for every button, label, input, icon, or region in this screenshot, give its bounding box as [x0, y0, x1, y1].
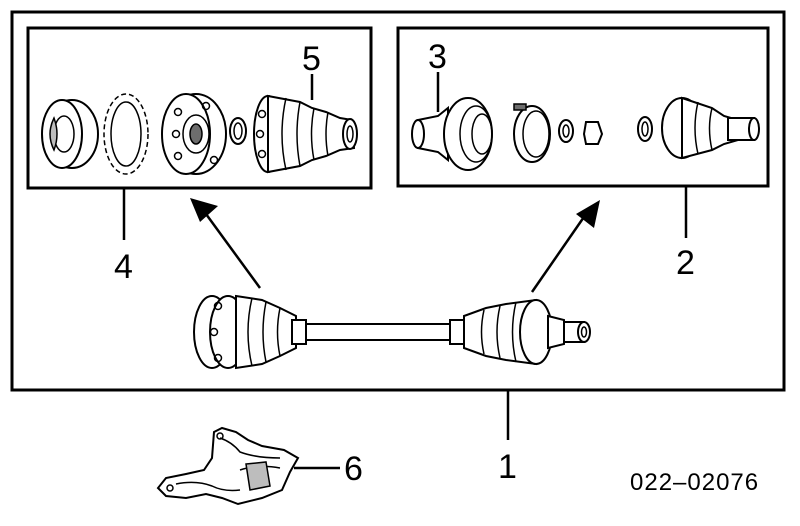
- arrow-to-outer-kit: [530, 200, 600, 293]
- outer-joint-kit-box: [396, 26, 770, 188]
- inner-joint-kit-box: [26, 26, 373, 190]
- o-ring-part: [637, 116, 653, 142]
- drive-shaft-assembly: [193, 294, 591, 370]
- heat-shield-part: [156, 426, 300, 506]
- snap-ring-part: [582, 121, 604, 145]
- inner-boot-part: [253, 94, 358, 174]
- arrow-to-inner-kit: [190, 198, 262, 289]
- reference-code: 022–02076: [630, 469, 759, 496]
- callout-3: 3: [428, 38, 447, 76]
- circlip-ring-part: [103, 93, 149, 175]
- boot-cap-part: [41, 99, 99, 169]
- callout-2: 2: [676, 244, 695, 282]
- outer-joint-housing-part: [411, 97, 493, 171]
- cv-joint-inner-part: [161, 93, 227, 175]
- callout-6: 6: [344, 450, 363, 488]
- callout-1: 1: [498, 448, 517, 486]
- outer-boot-part: [661, 96, 760, 160]
- outer-frame: [10, 10, 786, 392]
- clamp-band-part: [513, 103, 551, 163]
- callout-5: 5: [302, 40, 321, 78]
- small-washer-part: [558, 119, 574, 143]
- callout-4: 4: [114, 248, 133, 286]
- washer-part: [229, 117, 247, 145]
